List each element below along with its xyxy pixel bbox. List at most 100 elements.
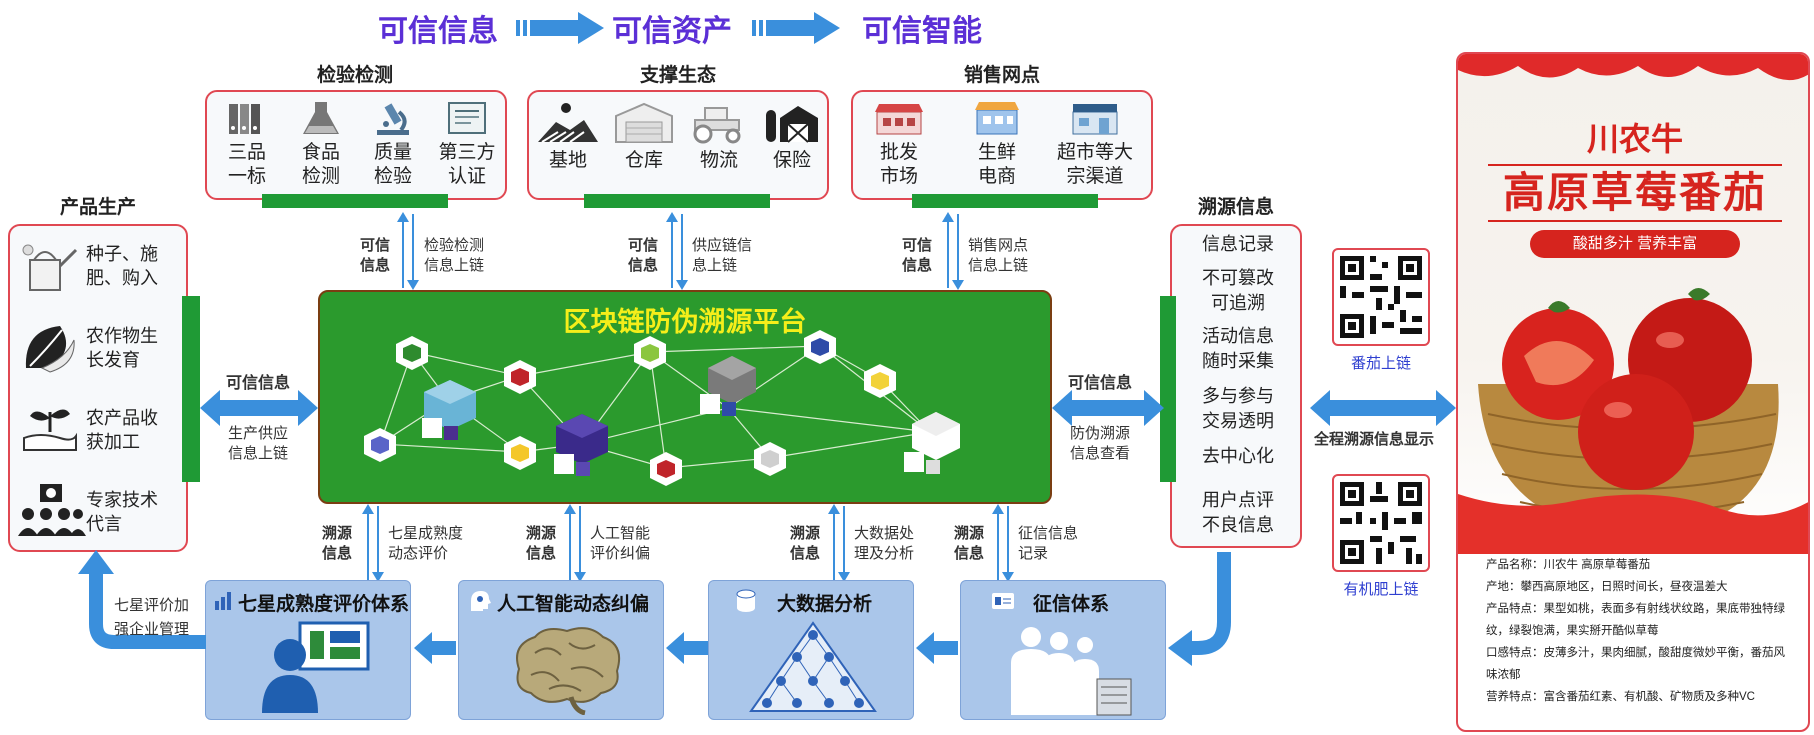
poster-slogan: 酸甜多汁 营养丰富 <box>1530 230 1740 258</box>
farm-icon <box>538 103 598 143</box>
poster-info-nutrition: 营养特点：富含番茄红素、有机酸、矿物质及多种VC <box>1486 691 1755 703</box>
poster-brand: 川农牛 <box>1586 121 1683 157</box>
trace-display-arrow <box>1310 390 1456 426</box>
production-upload: 生产供应 信息上链 <box>228 425 289 462</box>
block-node <box>804 330 836 364</box>
poster-info-origin: 产地：攀西高原地区，日照时间长，昼夜温差大 <box>1486 581 1728 593</box>
block-node <box>650 452 682 486</box>
box-ai-correction: 人工智能动态纠偏 <box>458 580 664 720</box>
trace-item-transparent: 多与参与 交易透明 <box>1202 386 1274 431</box>
binders-icon <box>229 104 260 134</box>
trace-panel: 信息记录 不可篡改 可追溯 活动信息 随时采集 多与参与 交易透明 去中心化 用… <box>1170 224 1302 548</box>
ecosystem-panel: 基地 仓库 物流 保险 <box>527 90 829 200</box>
brain-icon <box>516 627 621 715</box>
qr-tomato[interactable] <box>1332 248 1430 346</box>
trace-item-decentral: 去中心化 <box>1202 446 1274 466</box>
block-node <box>864 364 896 398</box>
poster-info-name: 产品名称：川农牛 高原草莓番茄 <box>1486 559 1651 571</box>
ecosystem-tag: 可信 信息 <box>628 237 659 274</box>
bottom-left-arrow-3 <box>916 632 958 664</box>
block-node <box>504 360 536 394</box>
inspection-bar <box>262 194 448 208</box>
feedback-label: 七星评价加 强企业管理 <box>114 597 190 638</box>
headline-step3: 可信智能 <box>862 15 982 48</box>
tractor-icon <box>693 107 741 144</box>
block-node <box>754 442 786 476</box>
poster-info-taste: 口感特点：皮薄多汁，果肉细腻，酸甜度微妙平衡，番茄风味浓郁 <box>1486 647 1785 681</box>
bottom-desc-1: 七星成熟度 动态评价 <box>388 525 464 562</box>
ecosystem-item-warehouse: 仓库 <box>609 100 679 173</box>
ecosystem-item-insurance: 保险 <box>757 100 827 173</box>
production-title: 产品生产 <box>59 197 136 218</box>
qr-tomato-caption: 番茄上链 <box>1350 355 1411 372</box>
sales-title: 销售网点 <box>963 65 1040 86</box>
feedback-arrow <box>78 550 206 649</box>
qr-fertilizer[interactable] <box>1332 474 1430 572</box>
inspection-item-food: 食品 检测 <box>287 100 355 189</box>
production-item-harvest: 农产品收获加工 <box>86 408 158 452</box>
inspection-double-arrow <box>397 212 419 290</box>
certificate-icon <box>448 102 486 134</box>
trace-tag: 可信信息 <box>1068 375 1133 392</box>
inspection-title: 检验检测 <box>316 65 393 86</box>
block-cluster <box>422 380 476 440</box>
bottom-desc-4: 征信信息 记录 <box>1018 525 1079 562</box>
bottom-arrow-3 <box>828 504 850 582</box>
database-icon <box>736 589 756 612</box>
poster-info: 产品名称：川农牛 高原草莓番茄 产地：攀西高原地区，日照时间长，昼夜温差大 产品… <box>1486 554 1786 708</box>
inspection-panel: 三品 一标 食品 检测 质量 检验 第三方 认证 <box>205 90 507 200</box>
headline-arrow-2 <box>752 12 840 44</box>
inspection-tag: 可信 信息 <box>360 237 391 274</box>
bottom-tag-4: 溯源 信息 <box>954 525 985 562</box>
production-tag: 可信信息 <box>226 375 291 392</box>
trace-view: 防伪溯源 信息查看 <box>1070 425 1131 462</box>
production-item-growth: 农作物生长发育 <box>86 326 158 370</box>
block-cluster <box>554 414 608 476</box>
sales-item-ecommerce: 生鲜 电商 <box>961 100 1033 189</box>
production-platform-arrow <box>200 390 318 426</box>
sales-double-arrow <box>942 212 964 290</box>
platform-title: 区块链防伪溯源平台 <box>563 307 807 337</box>
bottom-arrow-4 <box>992 504 1014 582</box>
bottom-desc-2: 人工智能 评价纠偏 <box>590 525 651 562</box>
bottom-tag-3: 溯源 信息 <box>790 525 821 562</box>
leaf-icon <box>25 326 75 373</box>
block-cluster <box>700 356 756 416</box>
production-item-expert: 专家技术代言 <box>86 490 158 534</box>
sales-panel: 批发 市场 生鲜 电商 超市等大 宗渠道 <box>851 90 1153 200</box>
barn-icon <box>766 106 818 143</box>
market-icon <box>875 104 923 135</box>
block-node <box>634 336 666 370</box>
watering-can-icon <box>22 244 78 291</box>
trace-credit-arrow <box>1168 552 1231 666</box>
ecosystem-bar <box>584 194 770 208</box>
sales-bar <box>912 194 1098 208</box>
trace-bar <box>1160 296 1176 482</box>
people-server-icon <box>1011 627 1132 716</box>
ecosystem-title: 支撑生态 <box>639 65 716 86</box>
block-cluster <box>904 412 960 474</box>
qr-fertilizer-caption: 有机肥上链 <box>1343 581 1419 598</box>
tomato-basket-image <box>1458 288 1808 544</box>
bottom-tag-2: 溯源 信息 <box>526 525 557 562</box>
ecosystem-item-logistics: 物流 <box>684 100 754 173</box>
inspection-upload: 检验检测 信息上链 <box>424 237 485 274</box>
production-item-seed: 种子、施肥、购入 <box>86 244 158 288</box>
box-seven-star: 七星成熟度评价体系 <box>205 580 411 720</box>
grid-icon <box>215 592 231 610</box>
ecosystem-item-base: 基地 <box>533 100 603 173</box>
ecosystem-double-arrow <box>666 212 688 290</box>
headline-step1: 可信信息 <box>378 15 498 48</box>
id-card-icon <box>992 593 1014 609</box>
sales-tag: 可信 信息 <box>902 237 933 274</box>
experts-icon <box>18 484 86 536</box>
sales-item-supermarket: 超市等大 宗渠道 <box>1045 100 1145 189</box>
bottom-tag-1: 溯源 信息 <box>322 525 353 562</box>
microscope-icon <box>377 103 409 135</box>
block-node <box>504 436 536 470</box>
trace-item-review: 用户点评 不良信息 <box>1202 490 1274 535</box>
trace-title: 溯源信息 <box>1197 197 1274 218</box>
product-poster: 川农牛 高原草莓番茄 酸甜多汁 营养丰富 产品名称：川农牛 高原草莓番茄 产地：… <box>1456 52 1810 732</box>
block-node <box>396 336 428 370</box>
shop-icon <box>975 102 1019 135</box>
